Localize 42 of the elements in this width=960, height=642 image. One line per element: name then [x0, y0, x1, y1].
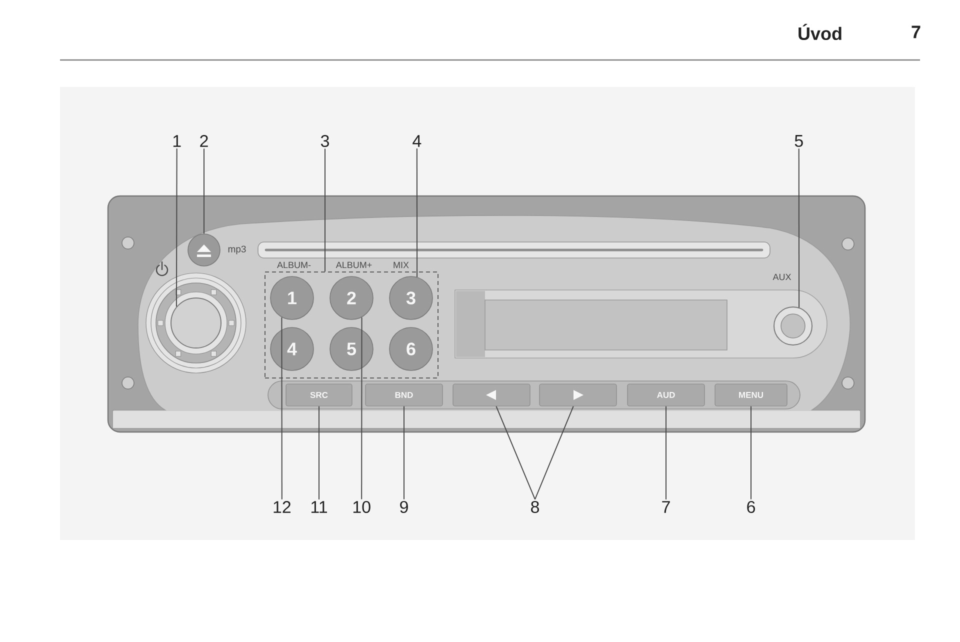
leader-line: [534, 406, 574, 500]
header-title: Úvod: [798, 24, 842, 40]
callout-number: 4: [412, 135, 422, 147]
panel-label: ALBUM+: [336, 262, 372, 268]
callout-number: 10: [353, 500, 370, 514]
callout-number: 12: [274, 501, 290, 513]
push-button: MENU: [714, 384, 788, 406]
callout-number: 11: [311, 501, 327, 513]
leader-line: [416, 148, 418, 278]
leader-line: [496, 406, 536, 500]
rotary-knob: [170, 298, 222, 348]
callout-number: 9: [400, 500, 408, 514]
leader-line: [798, 148, 800, 308]
push-button: AUD: [627, 384, 705, 406]
page-number: 7: [912, 26, 920, 38]
aux-socket: [774, 306, 813, 346]
push-button: BND: [365, 384, 443, 406]
push-button: SRC: [286, 384, 352, 406]
panel-label: ALBUM-: [277, 262, 311, 268]
push-button: [452, 384, 530, 406]
callout-number: 8: [531, 500, 539, 514]
preset-button: 1: [270, 276, 314, 320]
leader-line: [324, 148, 326, 272]
panel-label: AUX: [772, 274, 792, 280]
callout-number: 5: [794, 135, 803, 147]
callout-number: 7: [662, 501, 670, 513]
callout-number: 3: [320, 134, 329, 148]
panel-label: MIX: [394, 262, 409, 268]
leader-line: [318, 406, 320, 500]
callout-number: 1: [173, 135, 181, 147]
preset-button: 6: [389, 327, 433, 371]
preset-button: 2: [330, 276, 374, 320]
eject-button: [188, 234, 220, 266]
leader-line: [750, 406, 752, 500]
callout-number: 2: [200, 135, 208, 147]
push-button: [539, 384, 617, 406]
preset-button: 5: [330, 327, 374, 371]
dashed-frame: [264, 272, 438, 378]
callout-number: 6: [747, 500, 755, 514]
preset-button: 4: [270, 327, 314, 371]
leader-line: [176, 148, 178, 308]
preset-button: 3: [389, 276, 433, 320]
